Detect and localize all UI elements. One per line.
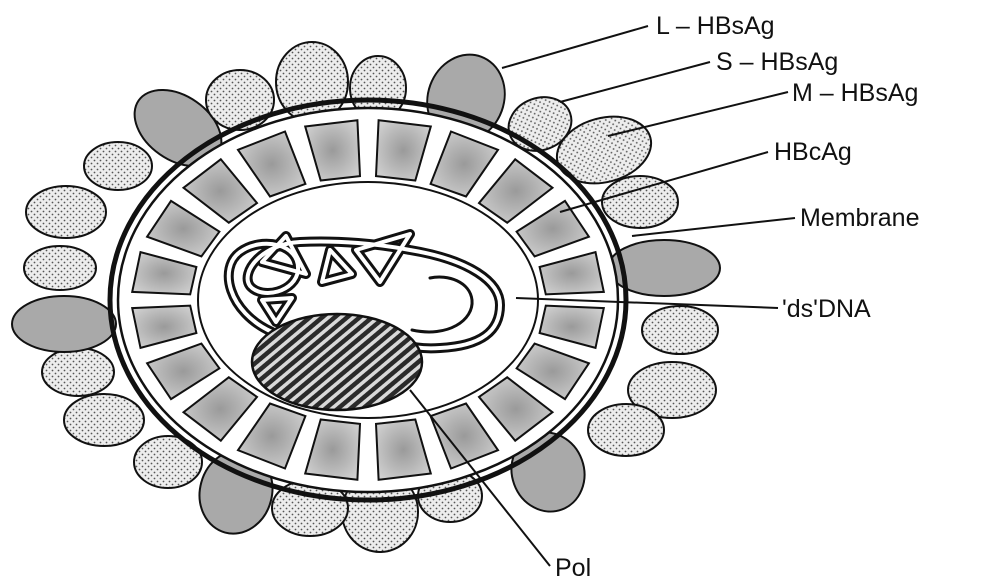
label-membrane: Membrane [800, 204, 920, 232]
small-surface-protein [84, 142, 152, 190]
small-surface-protein [24, 246, 96, 290]
label-l-hbsag: L – HBsAg [656, 12, 775, 40]
small-surface-protein [42, 348, 114, 396]
small-surface-protein [64, 394, 144, 446]
polymerase [252, 314, 422, 410]
small-surface-protein [26, 186, 106, 238]
label-pol: Pol [555, 554, 591, 581]
large-surface-protein [12, 296, 116, 352]
label-ds-dna: 'ds'DNA [782, 295, 871, 323]
small-surface-protein [588, 404, 664, 456]
small-surface-protein [206, 70, 274, 130]
label-s-hbsag: S – HBsAg [716, 48, 838, 76]
label-m-hbsag: M – HBsAg [792, 79, 918, 107]
small-surface-protein [642, 306, 718, 354]
label-hbcag: HBcAg [774, 138, 852, 166]
small-surface-protein [602, 176, 678, 228]
